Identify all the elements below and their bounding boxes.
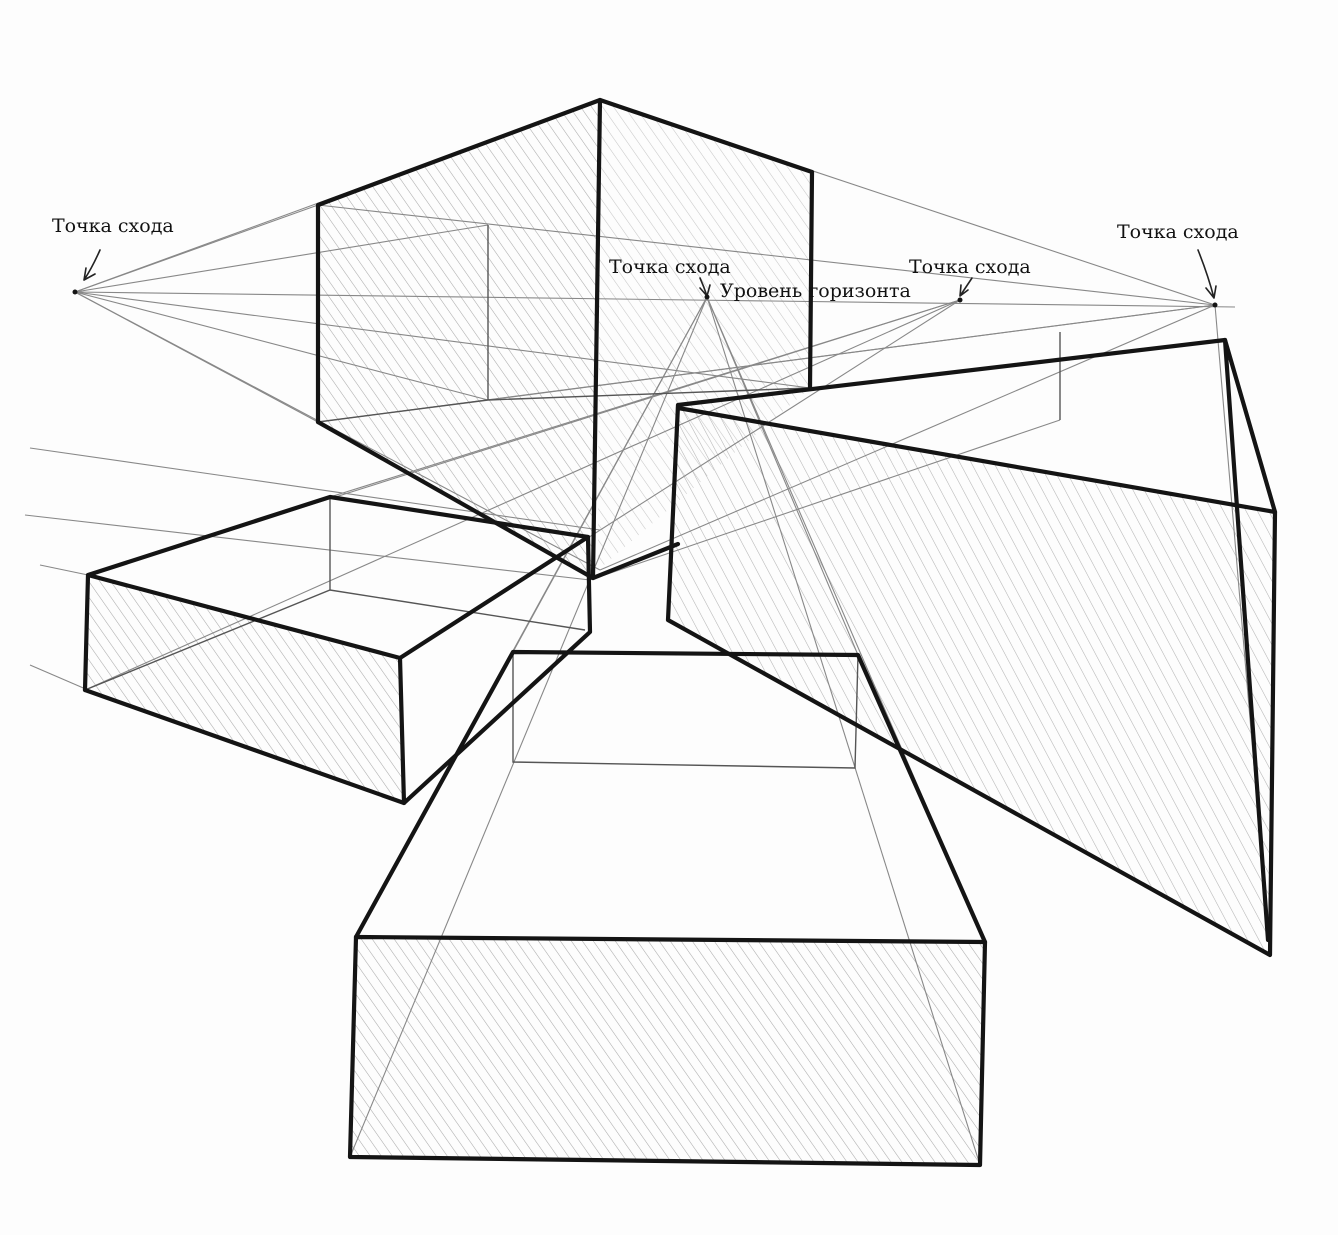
tall-box-hidden-edge: [317, 387, 811, 423]
front-box-hidden-edge: [512, 652, 859, 769]
arrow-icon: [699, 277, 711, 297]
tall-box-base-edge: [315, 419, 681, 581]
vanishing-point-center: [704, 294, 710, 300]
annotations: Точка схода Точка схода Точка схода Точк…: [52, 215, 1239, 302]
right-slab-top-edge: [675, 405, 1278, 515]
label-horizon: Уровень горизонта: [720, 280, 911, 302]
arrow-icon: [83, 249, 101, 281]
arrow-icon: [959, 277, 973, 297]
object-edges: [82, 97, 1278, 1168]
left-box-hidden-edge: [84, 589, 586, 691]
vanishing-points: [72, 289, 1218, 308]
left-box-top-edge: [397, 534, 591, 661]
vanishing-point-right: [1212, 302, 1218, 308]
label-vp-right: Точка схода: [1117, 221, 1239, 243]
hidden-edges: [84, 225, 1061, 769]
guide-line: [39, 564, 89, 576]
guide-line: [74, 291, 811, 389]
guide-line: [349, 296, 708, 1158]
guide-line: [329, 299, 961, 498]
tall-box-left-face: [318, 100, 600, 578]
front-box-front-face: [347, 934, 988, 1168]
guide-line: [74, 291, 489, 401]
label-arrows: [83, 249, 1217, 299]
arrow-icon: [1197, 249, 1217, 299]
guide-line: [74, 204, 319, 293]
right-slab-face: [668, 408, 1275, 955]
guide-line: [84, 299, 961, 691]
front-box-face: [350, 937, 985, 1165]
tall-box-vertical-edge: [590, 97, 603, 581]
vanishing-point-left: [72, 289, 78, 295]
front-box-top-face: [353, 649, 988, 945]
label-vp-mid-right: Точка схода: [909, 256, 1031, 278]
guide-line: [74, 224, 489, 293]
right-slab-back-edge: [1222, 337, 1271, 943]
tall-box-right-face: [598, 100, 812, 570]
left-box-bottom-edge: [82, 687, 407, 806]
guide-line: [706, 296, 981, 1166]
label-vp-center: Точка схода: [609, 256, 731, 278]
guide-line: [599, 304, 1216, 571]
guide-line: [589, 419, 1061, 581]
guide-line: [317, 204, 1216, 306]
left-box-outline: [82, 494, 593, 806]
vanishing-point-mid-right: [957, 297, 963, 303]
guide-line: [24, 514, 591, 581]
horizon-line: [74, 291, 1236, 308]
left-box-front-face: [85, 575, 404, 803]
guide-line: [29, 447, 601, 531]
right-slab-outline: [665, 337, 1278, 958]
guide-line: [487, 304, 1216, 401]
guide-line: [29, 664, 89, 691]
label-vp-left: Точка схода: [52, 215, 174, 237]
